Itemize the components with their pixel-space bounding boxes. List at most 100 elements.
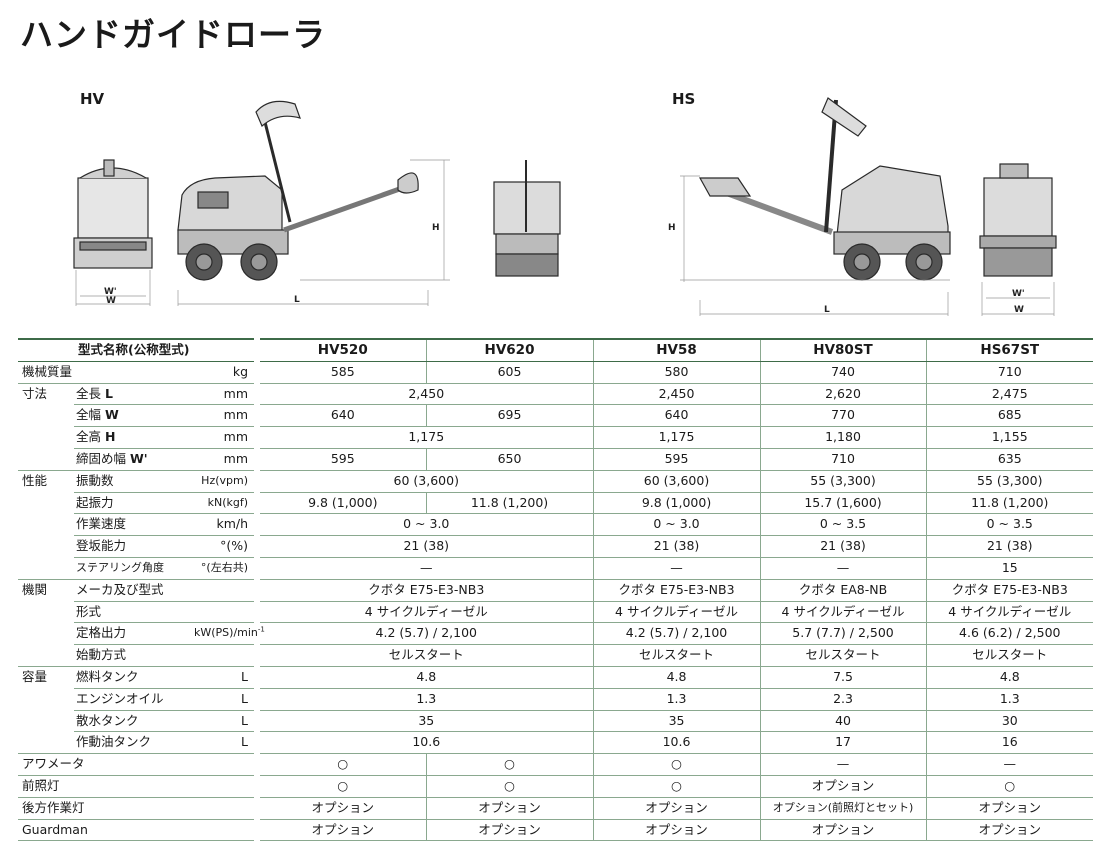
spec-value-hv58: ○ <box>592 775 761 798</box>
hs-front-view <box>979 163 1057 316</box>
spec-value-hv58: オプション <box>592 797 761 820</box>
spec-value-hv80st: 770 <box>759 404 927 428</box>
spec-value-hv58: 595 <box>592 448 761 471</box>
hv-side-view <box>177 100 450 306</box>
spec-value-hv58: 0 ~ 3.0 <box>592 513 761 537</box>
spec-unit-superscript: -1 <box>257 625 265 634</box>
spec-value-hs67st: 21 (38) <box>925 535 1094 558</box>
spec-value-hs67st: 635 <box>925 448 1094 471</box>
spec-value-hv520: 2,450 <box>260 383 594 406</box>
spec-value-hv58: 9.8 (1,000) <box>592 492 761 515</box>
spec-item-label: 始動方式 <box>74 644 194 667</box>
model-header-hv80st: HV80ST <box>759 337 927 362</box>
spec-item-label: 後方作業灯 <box>18 797 194 820</box>
spec-value-hv80st: クボタ EA8-NB <box>759 579 927 602</box>
spec-value-hv620: 695 <box>425 404 594 428</box>
spec-value-hv520: 1.3 <box>260 688 594 711</box>
spec-item-text: 機械質量 <box>22 363 73 379</box>
spec-value-hv620: ○ <box>425 753 594 776</box>
spec-value-hv520: 1,175 <box>260 426 594 449</box>
spec-item-label: 定格出力 <box>74 622 194 646</box>
spec-value-hv80st: 17 <box>759 731 927 755</box>
spec-item-text: エンジンオイル <box>76 690 164 706</box>
spec-value-hv520: 35 <box>260 710 594 733</box>
hs-dim-w: W <box>1014 305 1024 315</box>
hv-rear-view <box>493 160 561 277</box>
spec-value-hv58: 4.8 <box>592 666 761 689</box>
hv-dim-w: W <box>106 296 116 306</box>
spec-item-label: 前照灯 <box>18 775 194 798</box>
spec-value-hv520: 4.8 <box>260 666 594 689</box>
spec-value-hs67st: 710 <box>925 361 1094 384</box>
spec-value-hv520: 21 (38) <box>260 535 594 558</box>
spec-value-hv58: 10.6 <box>592 731 761 755</box>
spec-item-label: エンジンオイル <box>74 688 194 711</box>
spec-item-text: 散水タンク <box>76 712 139 728</box>
hs-dim-h: H <box>668 223 676 233</box>
spec-item-symbol: L <box>104 385 113 401</box>
spec-value-hv520: ○ <box>260 775 427 798</box>
spec-value-hv80st: セルスタート <box>759 644 927 667</box>
spec-item-text: 全幅 <box>76 407 105 423</box>
spec-value-hv58: クボタ E75-E3-NB3 <box>592 579 761 602</box>
table-row: ステアリング角度°(左右共)———15 <box>18 557 1094 580</box>
table-row: 登坂能力°(%)21 (38)21 (38)21 (38)21 (38) <box>18 535 1094 558</box>
spec-value-hv620: 11.8 (1,200) <box>425 492 594 515</box>
spec-item-text: 形式 <box>76 603 102 619</box>
spec-unit: mm <box>194 383 255 406</box>
spec-item-label: 作業速度 <box>74 513 194 537</box>
spec-item-label: アワメータ <box>18 753 194 776</box>
spec-unit <box>194 819 255 841</box>
spec-item-text: 定格出力 <box>76 625 127 641</box>
spec-item-text: 起振力 <box>76 494 114 510</box>
spec-unit: Hz(vpm) <box>194 470 255 493</box>
table-row: 後方作業灯オプションオプションオプションオプション(前照灯とセット)オプション <box>18 797 1094 820</box>
spec-value-hs67st: 2,475 <box>925 383 1094 406</box>
spec-value-hv520: 4.2 (5.7) / 2,100 <box>260 622 594 646</box>
spec-value-hs67st: オプション <box>925 819 1094 841</box>
spec-value-hs67st: 0 ~ 3.5 <box>925 513 1094 537</box>
spec-item-label: 作動油タンク <box>74 731 194 755</box>
spec-category: 容量 <box>18 666 74 755</box>
spec-item-label: 振動数 <box>74 470 194 493</box>
spec-value-hv58: 4.2 (5.7) / 2,100 <box>592 622 761 646</box>
spec-value-hv58: 2,450 <box>592 383 761 406</box>
spec-item-label: 全高 H <box>74 426 194 449</box>
spec-value-hv80st: 5.7 (7.7) / 2,500 <box>759 622 927 646</box>
spec-unit <box>194 644 255 667</box>
spec-unit: kW(PS)/min-1 <box>194 622 265 646</box>
spec-category: 性能 <box>18 470 74 580</box>
hs-dim-w-prime: W' <box>1012 289 1025 299</box>
table-row: 前照灯○○○オプション○ <box>18 775 1094 798</box>
spec-item-label: 起振力 <box>74 492 194 515</box>
spec-item-label: ステアリング角度 <box>74 557 194 580</box>
spec-unit: L <box>194 688 255 711</box>
machine-diagrams: W' W L H H L W' W <box>73 97 1057 316</box>
spec-item-label: 登坂能力 <box>74 535 194 558</box>
spec-unit: °(%) <box>194 535 255 558</box>
spec-item-text: 全長 <box>76 385 105 401</box>
spec-item-symbol: W' <box>129 450 148 466</box>
spec-item-label: 締固め幅 W' <box>74 448 194 471</box>
model-header-hv620: HV620 <box>425 337 594 362</box>
spec-item-text: 登坂能力 <box>76 538 127 554</box>
spec-value-hv58: 1.3 <box>592 688 761 711</box>
hv-dim-h: H <box>432 223 440 233</box>
spec-item-text: 振動数 <box>76 472 114 488</box>
spec-value-hv520: 595 <box>260 448 427 471</box>
spec-unit: kg <box>194 361 255 384</box>
spec-value-hs67st: 15 <box>925 557 1094 580</box>
spec-value-hs67st: セルスタート <box>925 644 1094 667</box>
spec-value-hv620: 605 <box>425 361 594 384</box>
spec-value-hv58: ○ <box>592 753 761 776</box>
spec-value-hv58: — <box>592 557 761 580</box>
spec-unit <box>194 775 255 798</box>
